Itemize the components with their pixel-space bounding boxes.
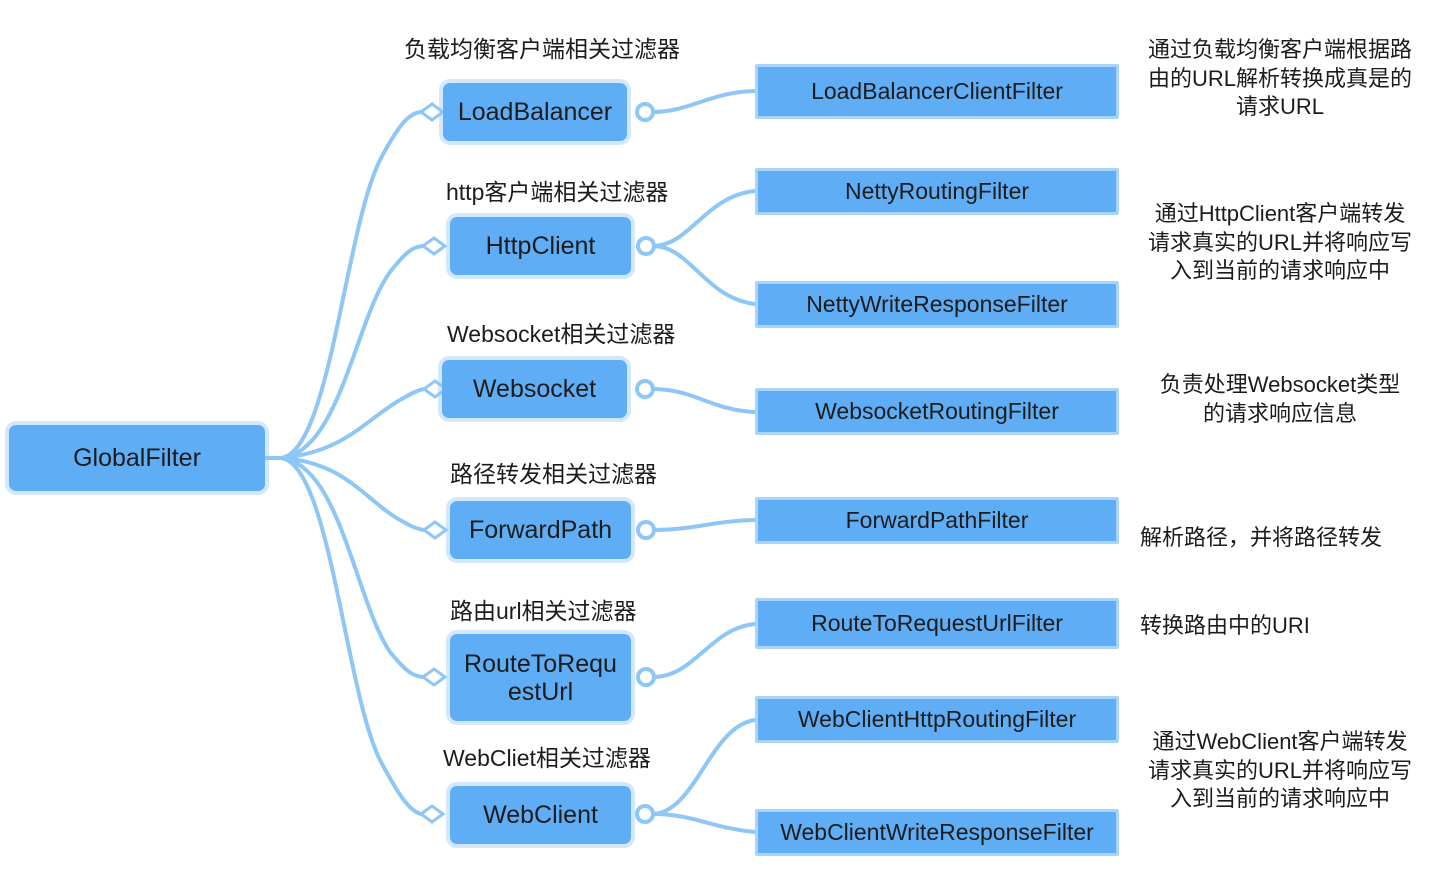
wire-root-to-routetorequesturl xyxy=(279,456,425,679)
filter-node-nettywriteresponsefilter[interactable]: NettyWriteResponseFilter xyxy=(755,281,1119,328)
branch-note-routetorequesturl: 转换路由中的URI xyxy=(1140,613,1310,638)
filter-node-routetorequesturlfilter[interactable]: RouteToRequestUrlFilter xyxy=(755,598,1119,649)
diamond-forwardpath xyxy=(421,520,449,540)
wire-loadbalancer-to-filter xyxy=(650,89,757,114)
diamond-loadbalancer xyxy=(418,102,446,122)
port-routetorequesturl xyxy=(636,667,656,687)
filter-node-webclientwriteresponsefilter[interactable]: WebClientWriteResponseFilter xyxy=(755,809,1119,856)
filter-node-nettyroutingfilter[interactable]: NettyRoutingFilter xyxy=(755,168,1119,215)
branch-caption-httpclient: http客户端相关过滤器 xyxy=(446,179,669,205)
wire-root-to-forwardpath xyxy=(279,456,426,532)
branch-note-loadbalancer: 通过负载均衡客户端根据路 由的URL解析转换成真是的 请求URL xyxy=(1147,37,1412,120)
category-node-forwardpath[interactable]: ForwardPath xyxy=(450,501,631,559)
category-node-loadbalancer[interactable]: LoadBalancer xyxy=(443,83,627,141)
diamond-httpclient xyxy=(420,236,448,256)
branch-note-httpclient: 通过HttpClient客户端转发 请求真实的URL并将响应写 入到当前的请求响… xyxy=(1147,201,1412,284)
branch-caption-loadbalancer: 负载均衡客户端相关过滤器 xyxy=(404,36,680,62)
wire-root-to-websocket xyxy=(279,387,426,460)
port-webclient xyxy=(635,804,655,824)
port-loadbalancer xyxy=(635,102,655,122)
category-node-websocket[interactable]: Websocket xyxy=(442,360,627,418)
root-node-globalfilter[interactable]: GlobalFilter xyxy=(9,425,265,491)
filter-node-loadbalancerclientfilter[interactable]: LoadBalancerClientFilter xyxy=(755,64,1119,119)
branch-note-webclient: 通过WebClient客户端转发 请求真实的URL并将响应写 入到当前的请求响应… xyxy=(1147,729,1412,812)
category-node-routetorequesturl[interactable]: RouteToRequ estUrl xyxy=(450,634,631,721)
wire-webclient-to-httprouting xyxy=(650,718,757,816)
wire-websocket-to-filter xyxy=(650,387,757,414)
filter-node-forwardpathfilter[interactable]: ForwardPathFilter xyxy=(755,497,1119,544)
wire-forwardpath-to-filter xyxy=(651,518,757,532)
wire-routetorequesturl-to-filter xyxy=(651,622,757,679)
filter-node-webclienthttproutingfilter[interactable]: WebClientHttpRoutingFilter xyxy=(755,696,1119,743)
port-httpclient xyxy=(636,236,656,256)
category-node-webclient[interactable]: WebClient xyxy=(450,786,631,844)
port-websocket xyxy=(635,379,655,399)
branch-note-forwardpath: 解析路径，并将路径转发 xyxy=(1140,525,1383,550)
diamond-webclient xyxy=(418,804,446,824)
branch-note-websocket: 负责处理Websocket类型 的请求响应信息 xyxy=(1159,372,1401,426)
branch-caption-routetorequesturl: 路由url相关过滤器 xyxy=(450,598,637,624)
wire-root-to-loadbalancer xyxy=(279,110,423,460)
wire-httpclient-to-nettywrite xyxy=(651,244,757,306)
wire-webclient-to-writeresponse xyxy=(650,812,757,834)
filter-node-websocketroutingfilter[interactable]: WebsocketRoutingFilter xyxy=(755,388,1119,435)
branch-caption-websocket: Websocket相关过滤器 xyxy=(447,321,676,347)
branch-caption-forwardpath: 路径转发相关过滤器 xyxy=(450,461,657,487)
wire-root-to-httpclient xyxy=(279,244,425,460)
diamond-routetorequesturl xyxy=(420,667,448,687)
category-node-httpclient[interactable]: HttpClient xyxy=(450,217,631,275)
branch-diamonds xyxy=(418,102,449,824)
wire-root-to-webclient xyxy=(279,456,423,816)
port-forwardpath xyxy=(636,520,656,540)
branch-caption-webclient: WebCliet相关过滤器 xyxy=(443,745,651,771)
